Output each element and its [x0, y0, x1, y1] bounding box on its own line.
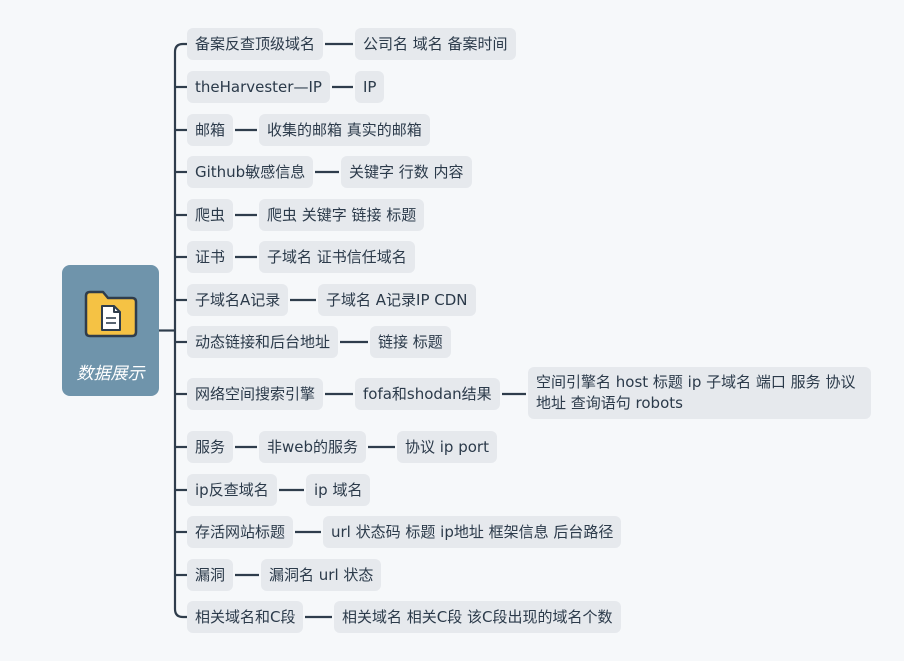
root-label: 数据展示 [76, 364, 145, 384]
leaf-node-beian[interactable]: 公司名 域名 备案时间 [355, 28, 516, 60]
leaf-node-theharvester[interactable]: IP [355, 71, 385, 103]
branch-node-ip-reverse[interactable]: ip反查域名 [187, 474, 277, 506]
leaf-node-subdomain-a[interactable]: 子域名 A记录IP CDN [318, 284, 476, 316]
branch-node-email[interactable]: 邮箱 [187, 114, 234, 146]
leaf-node-ip-reverse[interactable]: ip 域名 [306, 474, 371, 506]
leaf-node-service-fields[interactable]: 协议 ip port [397, 431, 497, 463]
branch-node-subdomain-a[interactable]: 子域名A记录 [187, 284, 289, 316]
branch-node-beian[interactable]: 备案反查顶级域名 [187, 28, 324, 60]
branch-node-dynamic-links[interactable]: 动态链接和后台地址 [187, 326, 339, 358]
leaf-node-fofa-shodan-fields[interactable]: 空间引擎名 host 标题 ip 子域名 端口 服务 协议 地址 查询语句 ro… [528, 367, 871, 419]
branch-node-theharvester[interactable]: theHarvester—IP [187, 71, 330, 103]
branch-node-related-domains[interactable]: 相关域名和C段 [187, 601, 304, 633]
branch-node-crawler[interactable]: 爬虫 [187, 199, 234, 231]
leaf-node-email[interactable]: 收集的邮箱 真实的邮箱 [259, 114, 430, 146]
branch-node-service[interactable]: 服务 [187, 431, 234, 463]
leaf-node-alive-sites[interactable]: url 状态码 标题 ip地址 框架信息 后台路径 [323, 516, 622, 548]
branch-node-certificate[interactable]: 证书 [187, 241, 234, 273]
branch-node-alive-sites[interactable]: 存活网站标题 [187, 516, 294, 548]
leaf-node-certificate[interactable]: 子域名 证书信任域名 [259, 241, 415, 273]
root-node[interactable]: 数据展示 [62, 265, 159, 396]
mid-node-fofa-shodan[interactable]: fofa和shodan结果 [355, 378, 500, 410]
leaf-node-github[interactable]: 关键字 行数 内容 [341, 156, 472, 188]
document-folder-icon [84, 290, 138, 338]
mid-node-non-web-service[interactable]: 非web的服务 [259, 431, 367, 463]
branch-node-github[interactable]: Github敏感信息 [187, 156, 314, 188]
leaf-node-dynamic-links[interactable]: 链接 标题 [370, 326, 451, 358]
leaf-node-crawler[interactable]: 爬虫 关键字 链接 标题 [259, 199, 425, 231]
leaf-node-vulnerability[interactable]: 漏洞名 url 状态 [261, 559, 382, 591]
connector-branch [173, 42, 187, 53]
connector-branch [173, 608, 187, 619]
branch-node-cyberspace-search[interactable]: 网络空间搜索引擎 [187, 378, 324, 410]
leaf-node-related-domains[interactable]: 相关域名 相关C段 该C段出现的域名个数 [334, 601, 621, 633]
branch-node-vulnerability[interactable]: 漏洞 [187, 559, 234, 591]
